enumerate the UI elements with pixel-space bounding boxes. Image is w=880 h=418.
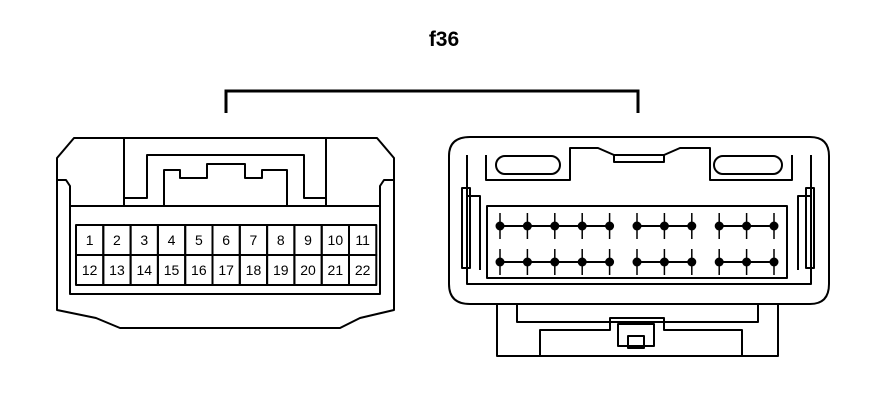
terminal-dot bbox=[632, 221, 642, 231]
terminal-dot bbox=[659, 221, 669, 231]
terminal-dot bbox=[550, 221, 560, 231]
connector-pin-housing bbox=[448, 136, 830, 305]
pin-number: 14 bbox=[136, 262, 152, 278]
pin-number: 17 bbox=[218, 262, 234, 278]
terminal-dot bbox=[769, 257, 779, 267]
lock-tab bbox=[163, 163, 288, 205]
pin-number: 20 bbox=[300, 262, 316, 278]
pin-number: 9 bbox=[304, 232, 312, 248]
terminal-dot bbox=[687, 221, 697, 231]
terminal-dot bbox=[687, 257, 697, 267]
terminal-dot bbox=[714, 221, 724, 231]
left-latch-rail bbox=[57, 179, 71, 206]
pin-number: 16 bbox=[191, 262, 207, 278]
top-latch bbox=[613, 154, 665, 163]
terminal-dot bbox=[659, 257, 669, 267]
terminal-block bbox=[486, 205, 788, 279]
connector-face-housing bbox=[56, 137, 395, 329]
terminal-dot bbox=[577, 257, 587, 267]
lock-button-inner bbox=[627, 335, 645, 349]
left-rib bbox=[466, 188, 481, 270]
terminal-dot bbox=[605, 221, 615, 231]
pin-number: 1 bbox=[86, 232, 94, 248]
pin-number: 12 bbox=[82, 262, 98, 278]
terminal-dot bbox=[742, 257, 752, 267]
right-latch-rail bbox=[379, 179, 394, 206]
terminal-dot bbox=[495, 257, 505, 267]
pin-number: 7 bbox=[250, 232, 258, 248]
terminal-dot bbox=[605, 257, 615, 267]
terminal-dot bbox=[769, 221, 779, 231]
pin-number: 8 bbox=[277, 232, 285, 248]
pin-number: 13 bbox=[109, 262, 125, 278]
terminal-dot bbox=[495, 221, 505, 231]
pin-number: 22 bbox=[355, 262, 371, 278]
pin-panel-outer bbox=[69, 205, 381, 295]
pin-number: 6 bbox=[222, 232, 230, 248]
connector-title: f36 bbox=[429, 28, 459, 51]
view-bracket bbox=[224, 89, 640, 113]
pin-number: 15 bbox=[164, 262, 180, 278]
pin-number: 19 bbox=[273, 262, 289, 278]
right-rib bbox=[797, 188, 812, 270]
terminal-dot bbox=[742, 221, 752, 231]
left-slot bbox=[495, 155, 561, 175]
connector-pin-view bbox=[448, 136, 830, 357]
pin-number: 21 bbox=[328, 262, 344, 278]
top-key bbox=[485, 147, 793, 181]
lock-button bbox=[617, 323, 655, 347]
pin-number: 4 bbox=[168, 232, 176, 248]
terminal-dot bbox=[522, 257, 532, 267]
pin-number: 5 bbox=[195, 232, 203, 248]
pin-number: 10 bbox=[328, 232, 344, 248]
pin-cell bbox=[348, 254, 378, 286]
lock-tab-frame bbox=[123, 138, 327, 205]
terminal-dot bbox=[714, 257, 724, 267]
pin-number: 18 bbox=[246, 262, 262, 278]
terminal-grid bbox=[495, 213, 779, 275]
pin-number: 2 bbox=[113, 232, 121, 248]
bottom-lock-housing bbox=[496, 304, 779, 357]
terminal-dot bbox=[577, 221, 587, 231]
inner-frame bbox=[466, 155, 812, 285]
terminal-dot bbox=[522, 221, 532, 231]
pin-number: 3 bbox=[140, 232, 148, 248]
right-slot bbox=[713, 155, 783, 175]
pin-number: 11 bbox=[355, 232, 370, 248]
terminal-dot bbox=[632, 257, 642, 267]
terminal-dot bbox=[550, 257, 560, 267]
